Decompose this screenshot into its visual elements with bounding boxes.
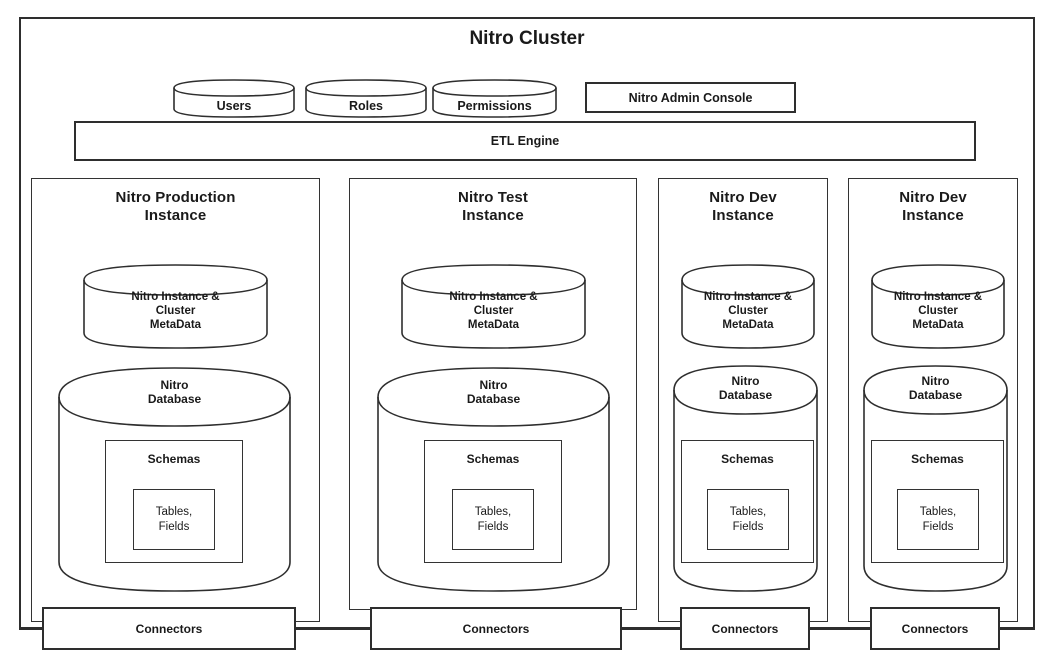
connectors-box-nitro-production[interactable]: Connectors	[42, 607, 296, 650]
tables-line2: Fields	[922, 520, 954, 533]
connectors-box-nitro-test[interactable]: Connectors	[370, 607, 622, 650]
database-line1: Nitro	[921, 374, 950, 388]
connector-bus-line-left	[19, 627, 59, 630]
metadata-line1: Nitro Instance &	[449, 291, 538, 303]
connectors-box-nitro-dev-2[interactable]: Connectors	[870, 607, 1000, 650]
instance-title-nitro-production: Nitro Production Instance	[31, 189, 320, 224]
cylinder-shape	[401, 264, 586, 349]
database-line2: Database	[466, 392, 521, 407]
database-line2: Database	[908, 388, 963, 403]
cylinder-shape	[681, 264, 815, 349]
database-line1: Nitro	[479, 378, 508, 392]
tables-line1: Tables,	[474, 506, 512, 519]
schemas-label: Schemas	[147, 452, 201, 466]
metadata-line3: MetaData	[722, 318, 774, 331]
permissions-store-label: Permissions	[457, 99, 532, 113]
connectors-box-nitro-dev-1[interactable]: Connectors	[680, 607, 810, 650]
metadata-line3: MetaData	[467, 318, 520, 331]
database-line1: Nitro	[160, 378, 189, 392]
instance-title-line2: Instance	[462, 206, 524, 224]
tables-fields-box-nitro-dev-2[interactable]: Tables, Fields	[897, 489, 979, 550]
tables-line2: Fields	[158, 520, 190, 533]
schemas-label: Schemas	[466, 452, 520, 466]
instance-title-line2: Instance	[712, 206, 774, 224]
users-store[interactable]: Users	[173, 79, 295, 118]
schemas-label: Schemas	[721, 452, 774, 466]
connectors-label: Connectors	[135, 621, 203, 636]
database-line1: Nitro	[731, 374, 760, 388]
tables-fields-box-nitro-dev-1[interactable]: Tables, Fields	[707, 489, 789, 550]
etl-engine-box[interactable]: ETL Engine	[74, 121, 976, 161]
permissions-store[interactable]: Permissions	[432, 79, 557, 118]
cylinder-shape	[305, 79, 427, 118]
page-title: Nitro Cluster	[19, 28, 1035, 50]
tables-line1: Tables,	[919, 506, 957, 519]
metadata-line2: Cluster	[918, 304, 958, 317]
tables-line2: Fields	[732, 520, 764, 533]
roles-store[interactable]: Roles	[305, 79, 427, 118]
cylinder-shape	[871, 264, 1005, 349]
roles-store-label: Roles	[348, 99, 384, 113]
metadata-store-nitro-test[interactable]: Nitro Instance & Cluster MetaData	[401, 264, 586, 349]
metadata-line1: Nitro Instance &	[703, 291, 793, 303]
instance-title-line1: Nitro Test	[458, 189, 528, 206]
users-store-label: Users	[216, 99, 252, 113]
nitro-admin-console-box[interactable]: Nitro Admin Console	[585, 82, 796, 113]
instance-title-line2: Instance	[144, 206, 207, 224]
metadata-line2: Cluster	[728, 304, 768, 317]
cylinder-shape	[432, 79, 557, 118]
metadata-line2: Cluster	[473, 304, 514, 317]
nitro-admin-console-label: Nitro Admin Console	[628, 90, 753, 105]
instance-title-nitro-dev-1: Nitro Dev Instance	[658, 189, 828, 224]
cylinder-shape	[173, 79, 295, 118]
connector-bus-line-right	[994, 627, 1035, 630]
tables-fields-box-nitro-test[interactable]: Tables, Fields	[452, 489, 534, 550]
connector-bus-line-1-2	[290, 627, 375, 630]
metadata-line1: Nitro Instance &	[131, 291, 220, 303]
metadata-store-nitro-dev-2[interactable]: Nitro Instance & Cluster MetaData	[871, 264, 1005, 349]
metadata-store-nitro-dev-1[interactable]: Nitro Instance & Cluster MetaData	[681, 264, 815, 349]
tables-line2: Fields	[477, 520, 509, 533]
connector-bus-line-3-4	[804, 627, 876, 630]
tables-fields-box-nitro-production[interactable]: Tables, Fields	[133, 489, 215, 550]
etl-engine-label: ETL Engine	[490, 134, 560, 148]
cylinder-shape	[83, 264, 268, 349]
database-line2: Database	[147, 392, 202, 407]
connector-bus-line-2-3	[616, 627, 686, 630]
instance-title-nitro-dev-2: Nitro Dev Instance	[848, 189, 1018, 224]
tables-line1: Tables,	[155, 506, 193, 519]
instance-title-nitro-test: Nitro Test Instance	[349, 189, 637, 224]
metadata-line3: MetaData	[912, 318, 964, 331]
metadata-store-nitro-production[interactable]: Nitro Instance & Cluster MetaData	[83, 264, 268, 349]
connectors-label: Connectors	[462, 621, 530, 636]
instance-title-line1: Nitro Production	[115, 189, 236, 206]
connectors-label: Connectors	[711, 621, 779, 636]
metadata-line1: Nitro Instance &	[893, 291, 983, 303]
instance-title-line2: Instance	[902, 206, 964, 224]
schemas-label: Schemas	[911, 452, 964, 466]
instance-title-line1: Nitro Dev	[709, 189, 777, 206]
metadata-line2: Cluster	[155, 304, 196, 317]
connectors-label: Connectors	[901, 621, 969, 636]
metadata-line3: MetaData	[149, 318, 202, 331]
tables-line1: Tables,	[729, 506, 767, 519]
database-line2: Database	[718, 388, 773, 403]
cluster-title-text: Nitro Cluster	[469, 28, 585, 49]
instance-title-line1: Nitro Dev	[899, 189, 967, 206]
